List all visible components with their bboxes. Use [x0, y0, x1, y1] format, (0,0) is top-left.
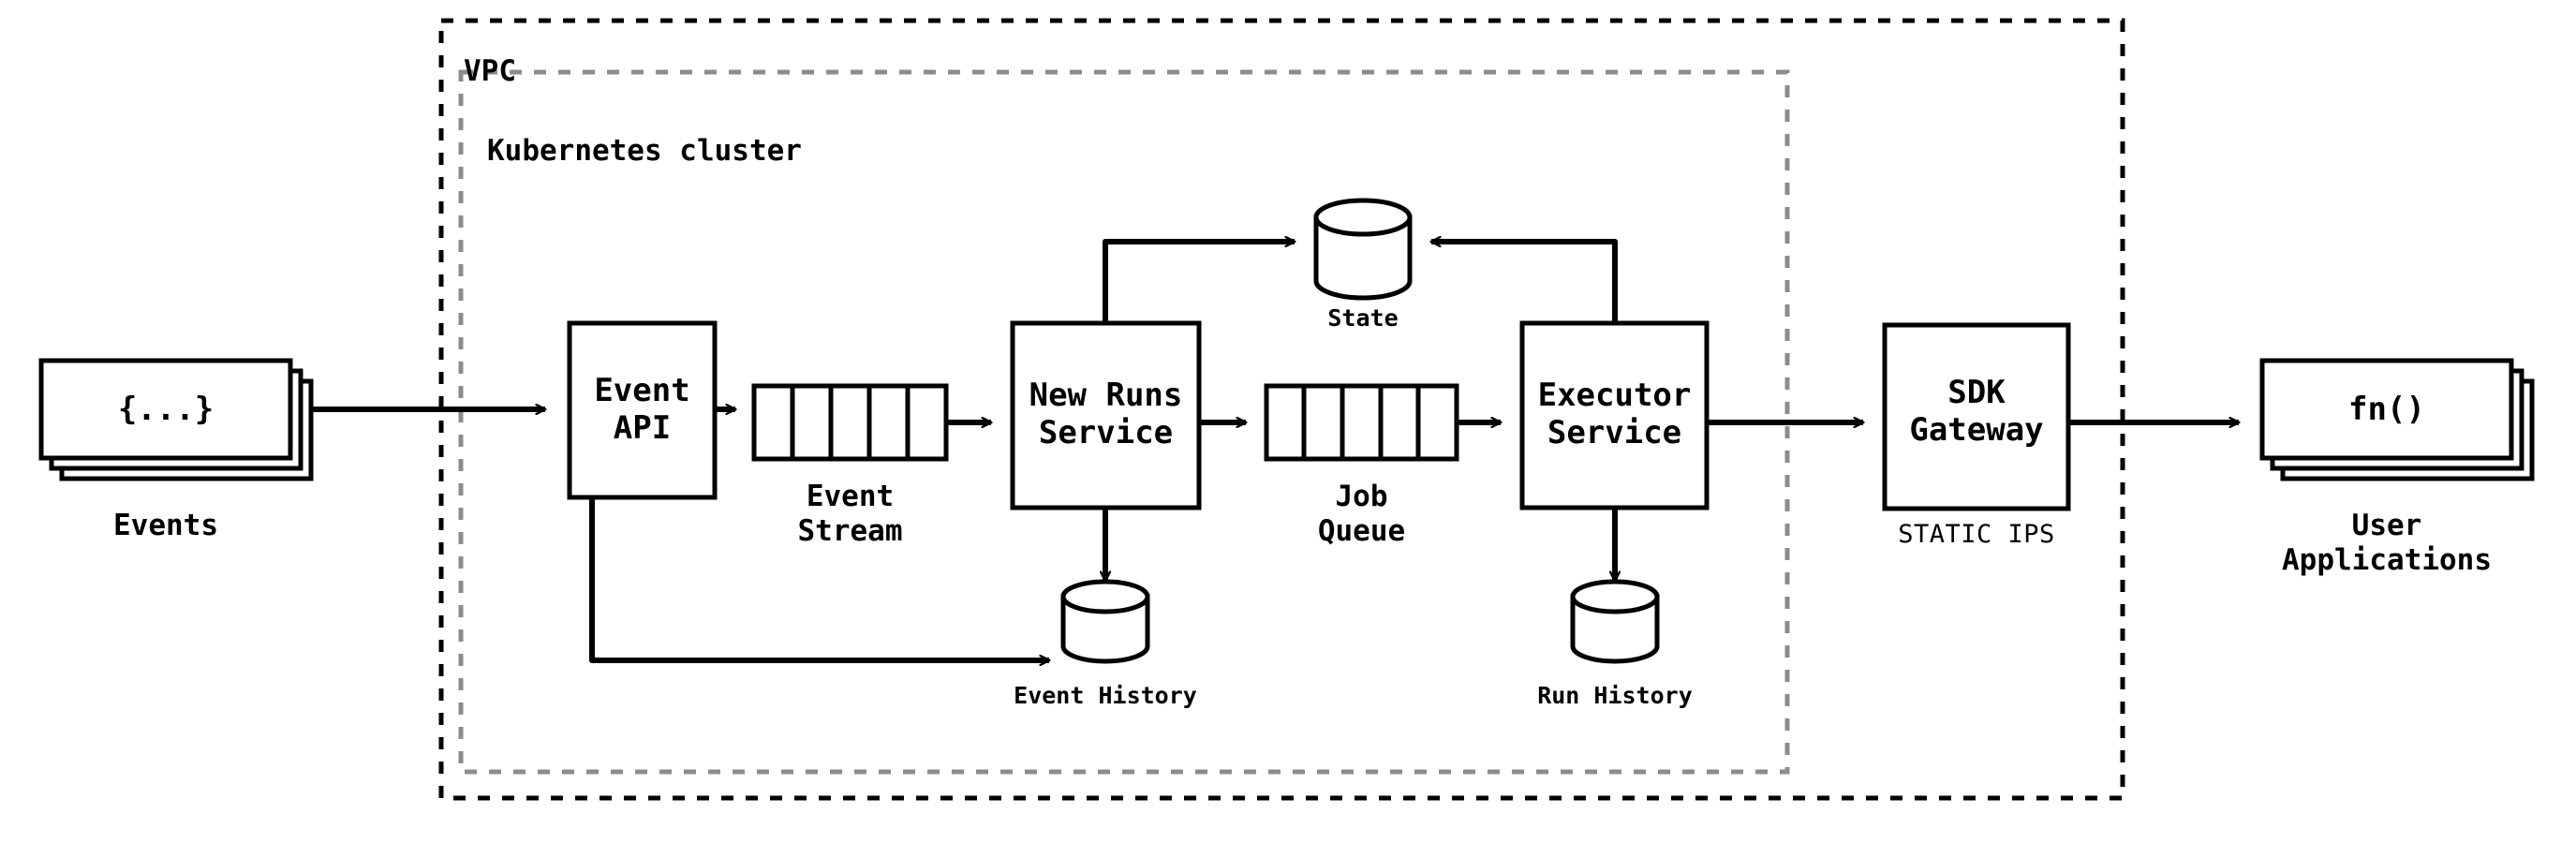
node-run-history-shape: [1570, 579, 1660, 664]
edge-new-runs-service-to-state: [1103, 242, 1295, 323]
zone-kubernetes-cluster-border: [458, 69, 1790, 775]
edge-executor-service-to-state: [1431, 242, 1618, 323]
edge-event-api-to-event-history: [589, 497, 1049, 660]
node-user-applications-shape: [2259, 358, 2535, 481]
node-sdk-gateway-shape: [1882, 322, 2071, 511]
node-event-api-shape: [567, 320, 718, 500]
node-new-runs-service-shape: [1010, 320, 1202, 510]
node-event-history-shape: [1060, 579, 1150, 664]
node-event-stream-shape: [751, 383, 949, 462]
node-executor-service-shape: [1519, 320, 1710, 510]
zone-vpc-border: [438, 18, 2125, 801]
node-job-queue-shape: [1264, 383, 1459, 462]
node-state-shape: [1313, 198, 1413, 301]
node-events-shape: [38, 358, 314, 481]
